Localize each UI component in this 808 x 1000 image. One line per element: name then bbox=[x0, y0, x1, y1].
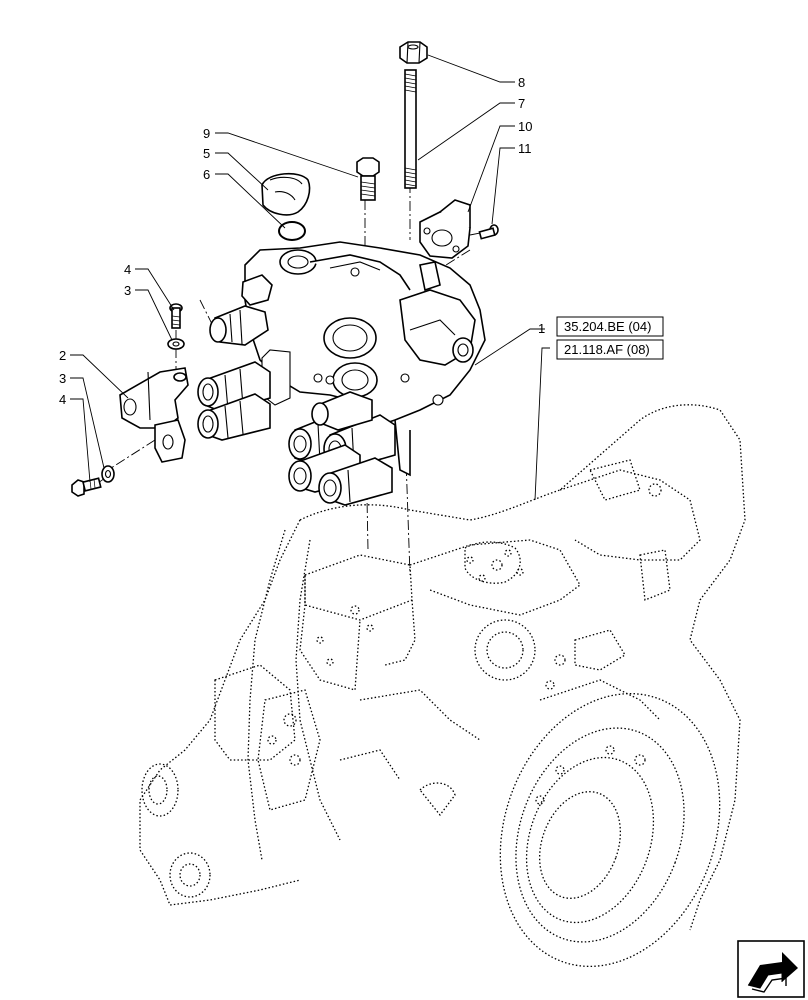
part-9-bolt bbox=[356, 157, 380, 201]
callout-8: 8 bbox=[518, 75, 525, 90]
part-1-valve-block bbox=[209, 241, 486, 477]
callout-5: 5 bbox=[203, 146, 210, 161]
callout-labels: 8 7 10 11 9 5 6 4 3 2 3 4 1 bbox=[59, 75, 545, 407]
callout-4-upper: 4 bbox=[124, 262, 131, 277]
callout-10: 10 bbox=[518, 119, 532, 134]
callout-3-lower: 3 bbox=[59, 371, 66, 386]
part-4-bolt-upper bbox=[169, 303, 183, 329]
part-11-screw bbox=[478, 224, 499, 240]
callout-1: 1 bbox=[538, 321, 545, 336]
callout-leaders bbox=[70, 54, 550, 501]
part-3-washer-upper bbox=[167, 338, 185, 350]
part-6-o-ring bbox=[278, 221, 306, 241]
part-2-bracket bbox=[119, 367, 189, 463]
reference-box-35-204[interactable]: 35.204.BE (04) bbox=[556, 316, 664, 337]
part-10-flange bbox=[419, 199, 471, 259]
part-3-washer-lower bbox=[101, 465, 115, 483]
reference-box-21-118[interactable]: 21.118.AF (08) bbox=[556, 339, 664, 360]
part-8-nut bbox=[399, 41, 428, 64]
callout-4-lower: 4 bbox=[59, 392, 66, 407]
next-page-arrow-icon[interactable] bbox=[737, 940, 805, 998]
callout-3-upper: 3 bbox=[124, 283, 131, 298]
callout-2: 2 bbox=[59, 348, 66, 363]
reference-label-35-204: 35.204.BE (04) bbox=[564, 319, 651, 334]
part-7-stud bbox=[404, 69, 417, 189]
part-5-cap bbox=[261, 172, 311, 216]
part-4-bolt-lower bbox=[71, 477, 102, 497]
callout-9: 9 bbox=[203, 126, 210, 141]
reference-label-21-118: 21.118.AF (08) bbox=[564, 342, 650, 357]
coupler-group-front bbox=[288, 391, 396, 506]
coupler-group-left bbox=[197, 361, 271, 441]
callout-11: 11 bbox=[518, 141, 532, 156]
callout-6: 6 bbox=[203, 167, 210, 182]
callout-7: 7 bbox=[518, 96, 525, 111]
tractor-housing-outline bbox=[139, 404, 746, 968]
